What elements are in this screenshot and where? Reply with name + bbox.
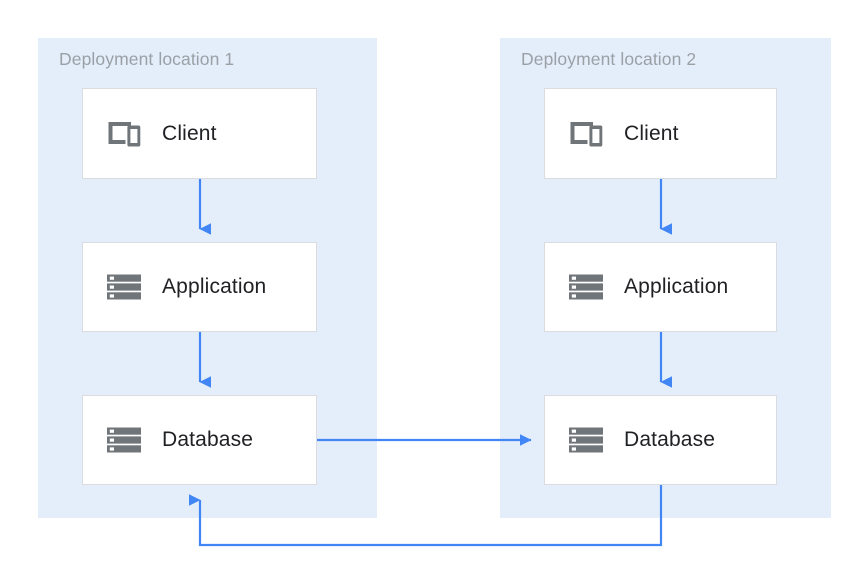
server-stack-icon — [107, 274, 141, 300]
server-stack-icon — [107, 427, 141, 453]
node-database-2-label: Database — [624, 428, 716, 451]
node-application-2-label: Application — [624, 275, 729, 298]
node-application-1[interactable]: Application — [82, 242, 317, 332]
node-database-1[interactable]: Database — [82, 395, 317, 485]
node-application-1-label: Application — [162, 275, 267, 298]
server-stack-icon — [569, 274, 603, 300]
node-client-2[interactable]: Client — [544, 88, 777, 179]
zone-1-label: Deployment location 1 — [59, 49, 235, 69]
node-client-1-label: Client — [162, 121, 217, 145]
node-client-1[interactable]: Client — [82, 88, 317, 179]
server-stack-icon — [569, 427, 603, 453]
client-devices-icon — [570, 121, 603, 146]
node-client-2-label: Client — [624, 121, 679, 145]
node-database-1-label: Database — [162, 428, 254, 451]
node-database-2[interactable]: Database — [544, 395, 777, 485]
node-application-2[interactable]: Application — [544, 242, 777, 332]
client-devices-icon — [108, 121, 141, 146]
zone-2-label: Deployment location 2 — [521, 49, 697, 69]
